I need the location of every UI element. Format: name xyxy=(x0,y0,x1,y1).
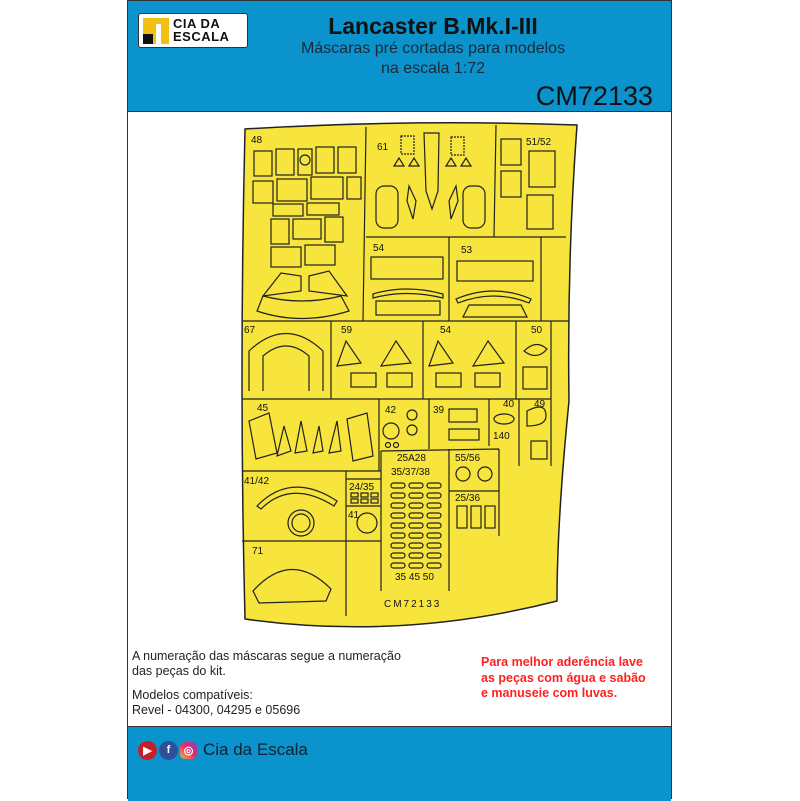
notes: A numeração das máscaras segue a numeraç… xyxy=(132,649,401,727)
footer: ▶ f ◎ Cia da Escala xyxy=(128,726,671,801)
compat-title: Modelos compatíveis: xyxy=(132,688,253,702)
subtitle-line1: Máscaras pré cortadas para modelos xyxy=(300,40,566,57)
social-links: ▶ f ◎ Cia da Escala xyxy=(138,740,308,760)
compat-models: Revel - 04300, 04295 e 05696 xyxy=(132,703,301,717)
label-35-37-38: 35/37/38 xyxy=(391,467,430,478)
label-48: 48 xyxy=(251,135,263,146)
label-25a28: 25A28 xyxy=(397,453,426,464)
label-40: 40 xyxy=(503,399,515,410)
label-53: 53 xyxy=(461,245,473,256)
facebook-icon[interactable]: f xyxy=(159,740,178,760)
logo-line2: ESCALA xyxy=(173,29,230,44)
label-49: 49 xyxy=(534,399,546,410)
sheet-labels: 48 61 51/52 54 53 67 59 54 50 45 42 39 4… xyxy=(244,135,551,610)
label-140: 140 xyxy=(493,431,510,442)
label-54b: 54 xyxy=(440,325,452,336)
label-41: 41 xyxy=(348,510,360,521)
subtitle-line2: na escala 1:72 xyxy=(380,60,486,77)
product-title: Lancaster B.Mk.I-III xyxy=(328,13,538,39)
label-51-52: 51/52 xyxy=(526,137,551,148)
label-42: 42 xyxy=(385,405,397,416)
label-55-56: 55/56 xyxy=(455,453,480,464)
label-61: 61 xyxy=(377,142,389,153)
label-54: 54 xyxy=(373,243,385,254)
printed-code: CM72133 xyxy=(384,599,441,610)
label-59: 59 xyxy=(341,325,353,336)
logo-line1: CIA DA xyxy=(173,16,221,31)
label-39: 39 xyxy=(433,405,445,416)
handling-warning: Para melhor aderência lave as peças com … xyxy=(481,655,646,700)
numbering-note-line1: A numeração das máscaras segue a numeraç… xyxy=(132,649,401,663)
brand-name: Cia da Escala xyxy=(203,740,308,759)
youtube-icon[interactable]: ▶ xyxy=(138,740,157,760)
label-25-36: 25/36 xyxy=(455,493,480,504)
label-45: 45 xyxy=(257,403,269,414)
label-35-45-50: 35 45 50 xyxy=(395,572,434,583)
product-code: CM72133 xyxy=(535,81,653,111)
label-67: 67 xyxy=(244,325,256,336)
product-subtitle: Máscaras pré cortadas para modelos na es… xyxy=(258,39,608,79)
instagram-icon[interactable]: ◎ xyxy=(180,741,197,759)
label-50: 50 xyxy=(531,325,543,336)
logo-mark-icon xyxy=(143,18,169,44)
numbering-note-line2: das peças do kit. xyxy=(132,664,226,678)
mask-sheet: 48 61 51/52 54 53 67 59 54 50 45 42 39 4… xyxy=(241,122,578,628)
label-71: 71 xyxy=(252,546,264,557)
label-41-42: 41/42 xyxy=(244,476,269,487)
label-24-35: 24/35 xyxy=(349,482,374,493)
